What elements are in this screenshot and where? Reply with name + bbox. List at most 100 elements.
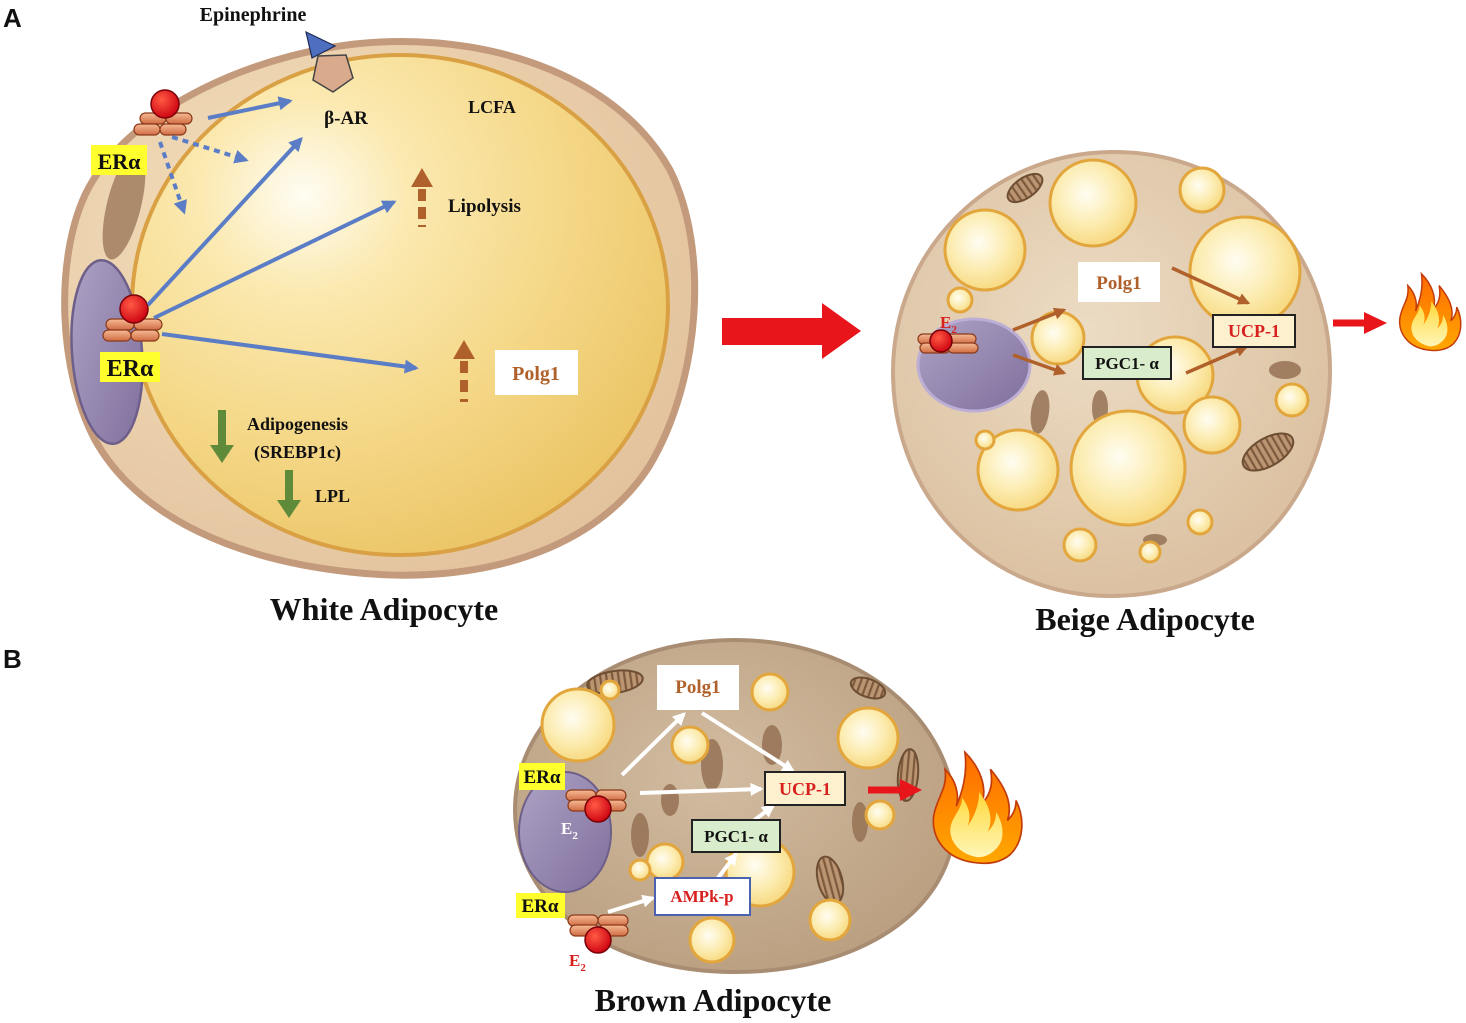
er-alpha-middle-highlight xyxy=(100,352,160,382)
lipid-droplet xyxy=(1178,166,1226,214)
lipid-droplet xyxy=(946,286,974,314)
beige-ucp1-label: UCP-1 xyxy=(1228,321,1280,341)
beige-e2-base: E xyxy=(940,313,951,332)
estrogen-ligand-icon xyxy=(119,294,149,324)
beige-e2-label: E2 xyxy=(940,313,957,336)
beta-ar-receptor-icon xyxy=(312,54,354,93)
er-to-pgc1a-arrow xyxy=(1012,353,1067,376)
polg1-box xyxy=(495,350,578,395)
lipid-droplet xyxy=(1048,158,1138,248)
brown-er-bottom-highlight xyxy=(516,893,565,918)
brown-adipocyte-title: Brown Adipocyte xyxy=(595,982,832,1018)
lipid-droplet xyxy=(1274,382,1310,418)
brown-pgc1a-box xyxy=(691,819,781,853)
polg1-label: Polg1 xyxy=(512,363,560,385)
ampk-to-pgc1a-arrow xyxy=(716,851,738,880)
receptor-subunit xyxy=(102,329,132,342)
lipid-droplet xyxy=(974,429,996,451)
white-adipocyte-title: White Adipocyte xyxy=(270,591,498,627)
epinephrine-label: Epinephrine xyxy=(200,4,307,26)
brown-er-receptor-top xyxy=(565,789,627,823)
beta-ar-label: β-AR xyxy=(324,108,368,129)
brown-ucp1-label: UCP-1 xyxy=(779,779,831,799)
brown-heat-arrow-icon xyxy=(868,779,922,801)
estrogen-ligand-icon xyxy=(929,329,953,353)
ampk-box xyxy=(654,877,751,916)
beige-pgc1a-label: PGC1- α xyxy=(1095,354,1159,373)
lipid-droplet xyxy=(628,858,652,882)
mitochondrion xyxy=(1241,432,1295,472)
beige-er-receptor xyxy=(917,329,979,354)
receptor-subunit xyxy=(133,123,161,136)
lipid-droplet xyxy=(645,842,685,882)
srebp1c-label: (SREBP1c) xyxy=(254,442,341,463)
lipid-droplet xyxy=(1188,215,1302,329)
lipid-droplet xyxy=(1182,395,1242,455)
receptor-subunit xyxy=(597,914,629,927)
lpl-label: LPL xyxy=(315,486,350,506)
polg1-up-arrow-icon xyxy=(453,340,475,402)
arrow-head xyxy=(210,445,234,463)
adipogenesis-label: Adipogenesis xyxy=(247,414,348,434)
brown-e2-bottom-subscript: 2 xyxy=(580,962,586,974)
lipid-droplet xyxy=(670,725,710,765)
brown-er-top-highlight xyxy=(519,763,565,790)
white-lipid-droplet xyxy=(130,53,670,557)
receptor-subunit xyxy=(159,123,187,136)
dotted-arrow xyxy=(171,135,249,164)
arrow-head xyxy=(1364,312,1387,334)
brown-adipocyte xyxy=(512,637,958,975)
arrow-head xyxy=(453,340,475,359)
panel-a-letter: A xyxy=(3,3,22,33)
lipolysis-label: Lipolysis xyxy=(448,196,521,217)
lipid-droplet xyxy=(943,208,1027,292)
lipid-droplet xyxy=(688,916,736,964)
arrow-head xyxy=(900,779,922,801)
fire-icon xyxy=(1399,271,1462,352)
fire-icon xyxy=(932,749,1023,865)
beige-polg1-label: Polg1 xyxy=(1096,273,1141,294)
mitochondrion xyxy=(1269,361,1301,379)
lipid-droplet xyxy=(1138,540,1162,564)
polg1-to-ucp1-arrow xyxy=(700,711,796,773)
mitochondrion xyxy=(661,784,679,816)
mitochondrion xyxy=(849,676,887,700)
mitochondrion xyxy=(631,813,649,857)
lpl-down-arrow-icon xyxy=(277,470,301,518)
er-alpha-middle-label: ERα xyxy=(107,356,154,382)
lipid-droplet xyxy=(540,687,616,763)
flame-inner xyxy=(1411,301,1448,347)
estrogen-ligand-icon xyxy=(584,926,612,954)
brown-polg1-box xyxy=(657,665,739,710)
lipid-droplet xyxy=(1062,527,1098,563)
polg1-to-ucp1-arrow xyxy=(1171,266,1251,305)
lipid-droplet xyxy=(1069,409,1187,527)
dotted-arrow xyxy=(158,141,187,215)
brown-e2-top-base: E xyxy=(561,819,572,838)
lipid-droplet xyxy=(864,799,896,831)
pgc1a-to-ucp1-arrow xyxy=(1185,345,1249,375)
mitochondrion xyxy=(1006,172,1044,204)
arrow-head xyxy=(411,168,433,187)
beige-adipocyte xyxy=(890,149,1333,599)
beige-polg1-box xyxy=(1078,262,1160,302)
er-alpha-top-highlight xyxy=(91,145,147,175)
brown-er-top-label: ERα xyxy=(524,767,561,788)
er-to-beta-ar-arrow xyxy=(146,136,303,307)
brown-er-receptor-bottom xyxy=(567,914,629,954)
lipid-droplet xyxy=(836,706,900,770)
beige-heat-arrow-icon xyxy=(1333,312,1387,334)
brown-e2-bottom-base: E xyxy=(569,951,580,970)
estrogen-ligand-icon xyxy=(150,89,180,119)
panel-b-letter: B xyxy=(3,644,22,674)
er-to-ampk-arrow xyxy=(607,894,656,914)
estrogen-ligand-icon xyxy=(584,795,612,823)
brown-ucp1-box xyxy=(764,771,846,806)
beige-adipocyte-title: Beige Adipocyte xyxy=(1035,601,1255,637)
red-arrow-icon xyxy=(722,303,861,359)
flame-inner xyxy=(950,791,1003,858)
lipid-droplet xyxy=(750,672,790,712)
lipid-droplet xyxy=(808,898,852,942)
lipolysis-up-arrow-icon xyxy=(411,168,433,227)
